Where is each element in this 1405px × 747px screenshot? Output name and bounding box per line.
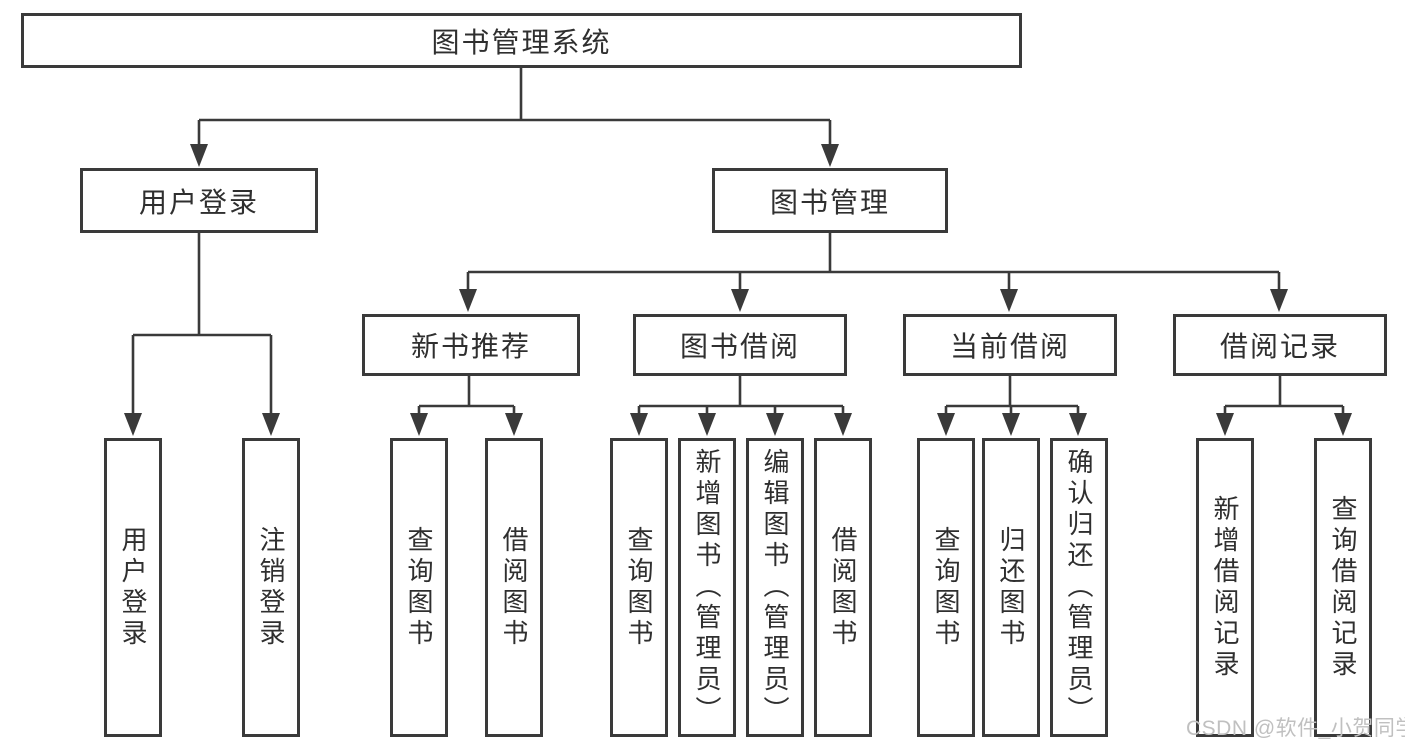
leaf-logout: 注销登录 [242,438,300,737]
node-current-borrow: 当前借阅 [903,314,1117,376]
leaf-cb-query-books: 查询图书 [917,438,975,737]
csdn-watermark: CSDN @软件_小贺同学 [1186,717,1405,740]
node-user-login-label: 用户登录 [138,186,259,218]
leaf-bb-add-books-admin: 新增图书（管理员） [678,438,736,737]
node-book-borrow: 图书借阅 [633,314,847,376]
leaf-cb-query-books-label: 查询图书 [931,525,961,650]
node-book-management-label: 图书管理 [769,186,890,218]
leaf-cb-confirm-return-admin-label: 确认归还（管理员） [1064,448,1094,727]
leaf-cb-return-books: 归还图书 [982,438,1040,737]
leaf-bb-query-books: 查询图书 [610,438,668,737]
leaf-bb-borrow-books-label: 借阅图书 [828,525,858,650]
leaf-cb-confirm-return-admin: 确认归还（管理员） [1050,438,1108,737]
node-new-book-recommend: 新书推荐 [362,314,580,376]
leaf-br-add-record: 新增借阅记录 [1196,438,1254,737]
leaf-bb-edit-books-admin-label: 编辑图书（管理员） [760,448,790,727]
node-book-borrow-label: 图书借阅 [679,331,800,362]
leaf-br-query-record: 查询借阅记录 [1314,438,1372,737]
node-new-book-recommend-label: 新书推荐 [410,331,531,362]
leaf-user-login-label: 用户登录 [118,525,148,650]
node-book-management: 图书管理 [712,168,948,233]
leaf-bb-query-books-label: 查询图书 [624,525,654,650]
leaf-bb-edit-books-admin: 编辑图书（管理员） [746,438,804,737]
leaf-nb-query-books: 查询图书 [390,438,448,737]
node-root-label: 图书管理系统 [431,26,612,58]
node-user-login: 用户登录 [80,168,318,233]
leaf-nb-borrow-books: 借阅图书 [485,438,543,737]
node-root: 图书管理系统 [21,13,1022,68]
node-borrow-records-label: 借阅记录 [1219,331,1340,362]
leaf-nb-borrow-books-label: 借阅图书 [499,525,529,650]
node-borrow-records: 借阅记录 [1173,314,1387,376]
node-current-borrow-label: 当前借阅 [949,331,1070,362]
leaf-bb-borrow-books: 借阅图书 [814,438,872,737]
leaf-nb-query-books-label: 查询图书 [404,525,434,650]
leaf-logout-label: 注销登录 [256,525,286,650]
leaf-cb-return-books-label: 归还图书 [996,525,1026,650]
leaf-br-query-record-label: 查询借阅记录 [1328,494,1358,681]
leaf-br-add-record-label: 新增借阅记录 [1210,494,1240,681]
leaf-bb-add-books-admin-label: 新增图书（管理员） [692,448,722,727]
leaf-user-login: 用户登录 [104,438,162,737]
